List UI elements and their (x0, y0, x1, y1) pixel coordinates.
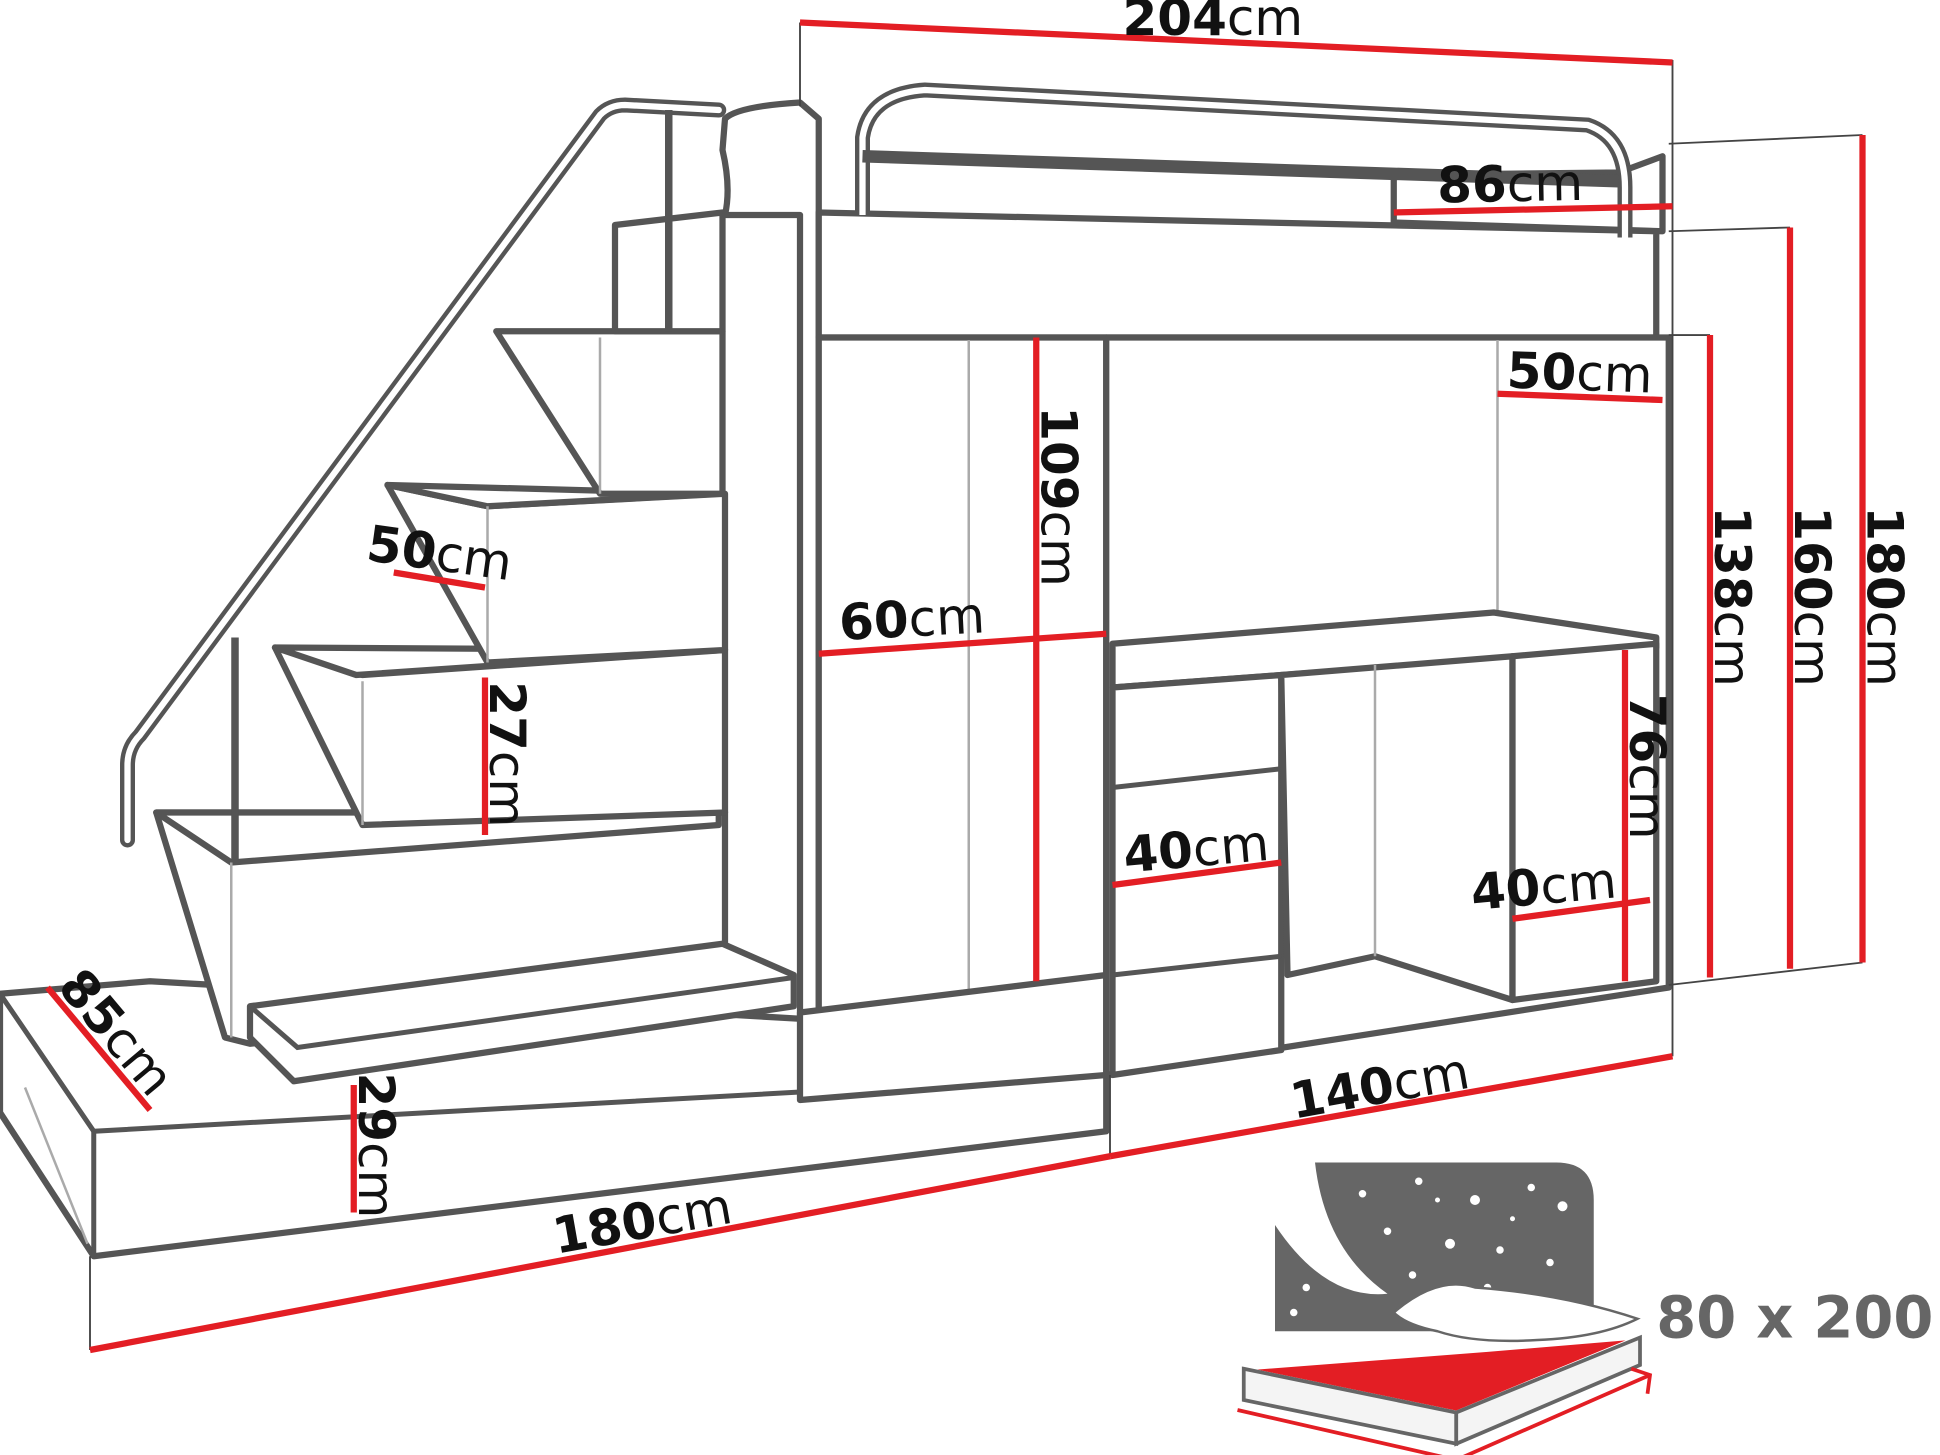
label-cabinet-width: 40cm (1468, 851, 1618, 921)
label-height-180: 180cm (1856, 506, 1914, 687)
label-height-138: 138cm (1703, 506, 1761, 687)
bed-night-icon: 80 x 200 (1237, 1162, 1933, 1455)
mattress-size: 80 x 200 (1656, 1285, 1933, 1352)
bed-end-panel (719, 99, 822, 1022)
stars-icon (1290, 1177, 1568, 1317)
stairs (153, 209, 797, 1085)
label-rail-opening: 86cm (1437, 154, 1584, 215)
extension-lines (89, 22, 1863, 1350)
label-desk-length: 140cm (1286, 1042, 1474, 1130)
label-shelf-depth: 50cm (1506, 342, 1654, 405)
label-base-height: 29cm (347, 1073, 405, 1219)
label-desk-height: 76cm (1618, 694, 1676, 840)
label-drawer-width: 40cm (1121, 814, 1271, 884)
label-total-width: 204cm (1123, 0, 1304, 47)
desk-area (1103, 334, 1672, 1079)
label-wardrobe-width: 60cm (838, 586, 987, 652)
label-step-height: 27cm (478, 681, 536, 827)
label-step-depth: 50cm (363, 514, 515, 592)
label-wardrobe-height: 109cm (1029, 406, 1087, 587)
label-height-160: 160cm (1783, 506, 1841, 687)
handrail (120, 97, 727, 860)
bed-frame (815, 82, 1666, 341)
dimension-lines (45, 19, 1866, 1354)
